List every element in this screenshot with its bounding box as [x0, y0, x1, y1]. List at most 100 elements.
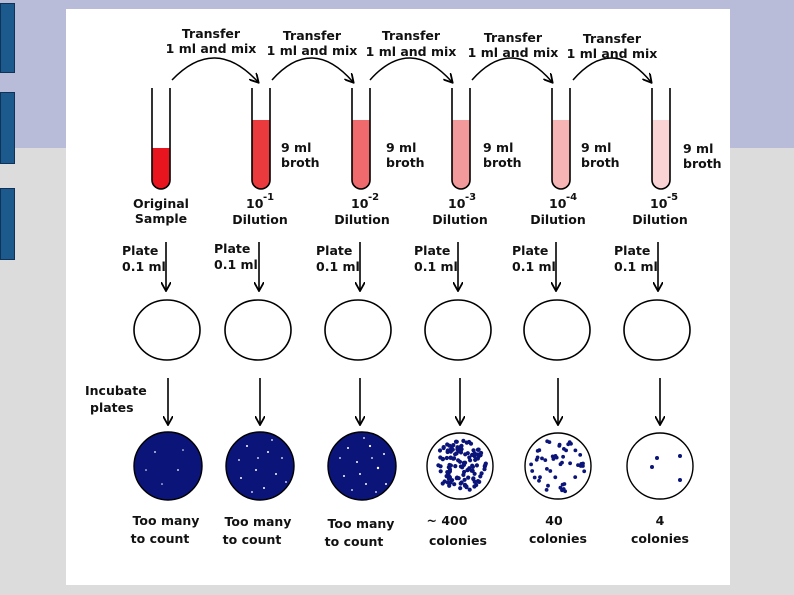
- empty-plate-2: [224, 299, 292, 361]
- broth-label-2-line2: broth: [386, 155, 425, 170]
- test-tube-dilution-4: [551, 88, 571, 190]
- colony-dot: [543, 458, 548, 462]
- colony-dot: [558, 485, 563, 490]
- colony-dot: [444, 474, 449, 479]
- colony-dot: [553, 475, 558, 480]
- sidebar-tab-2[interactable]: [0, 92, 15, 164]
- colony-dot: [573, 448, 578, 453]
- colony-dot: [477, 479, 482, 484]
- tube-label-0-line2: Sample: [135, 211, 187, 226]
- plate-2-specks: [238, 439, 287, 493]
- result-labels: Too many to count Too many to count Too …: [131, 513, 689, 549]
- broth-label-4-line2: broth: [581, 155, 620, 170]
- tube-label-4-base: 10: [549, 196, 567, 211]
- broth-label-5-line2: broth: [683, 156, 722, 171]
- tube-liquid-3: [452, 120, 470, 189]
- tube-label-4-exp: -4: [566, 192, 577, 203]
- plate-step-5-line1: Plate: [512, 243, 548, 258]
- plate-step-1-line2: 0.1 ml: [122, 259, 166, 274]
- tube-label-3-line2: Dilution: [432, 212, 488, 227]
- transfer-label-2-line1: Transfer: [283, 28, 342, 43]
- colony-dot: [448, 455, 453, 460]
- tube-liquid-4: [552, 120, 570, 189]
- empty-plates: [133, 299, 691, 361]
- colony-dot: [447, 467, 453, 472]
- colony-dot: [440, 481, 445, 486]
- plate-step-1-line1: Plate: [122, 243, 158, 258]
- plate-step-6-line1: Plate: [614, 243, 650, 258]
- plate-step-2-line1: Plate: [214, 241, 250, 256]
- tube-liquid-2: [352, 120, 370, 189]
- plate-step-4-line1: Plate: [414, 243, 450, 258]
- result-1-line1: Too many: [133, 513, 200, 528]
- plate-step-6-line2: 0.1 ml: [614, 259, 658, 274]
- transfer-label-5-line1: Transfer: [583, 31, 642, 46]
- colony-dot: [451, 443, 456, 448]
- colony-dot: [537, 478, 541, 483]
- test-tube-original: [151, 88, 171, 190]
- incubate-arrows: [168, 378, 660, 424]
- colony-dot: [450, 478, 455, 483]
- colony-dot: [471, 476, 476, 481]
- empty-plate-1: [133, 299, 201, 361]
- test-tube-dilution-1: [251, 88, 271, 190]
- result-6-line1: 4: [656, 513, 665, 528]
- colony-dot: [441, 445, 446, 451]
- empty-plate-3: [324, 299, 392, 361]
- tube-label-3-base: 10: [448, 196, 466, 211]
- result-3-line2: to count: [325, 534, 384, 549]
- broth-label-3-line2: broth: [483, 155, 522, 170]
- colony-dot: [438, 469, 443, 474]
- broth-label-1-line2: broth: [281, 155, 320, 170]
- colony-dot: [544, 488, 549, 492]
- colony-dot: [467, 439, 472, 445]
- colony-dot: [458, 481, 463, 486]
- colony-dot: [466, 475, 471, 480]
- colony-dot: [540, 456, 544, 461]
- colony-dot: [440, 456, 445, 462]
- transfer-label-4-line1: Transfer: [484, 30, 543, 45]
- colony-dot: [458, 448, 463, 453]
- colony-dot: [578, 453, 583, 457]
- colony-dot: [478, 474, 483, 479]
- result-1-line2: to count: [131, 531, 190, 546]
- result-2-line2: to count: [223, 532, 282, 547]
- tube-label-0-line1: Original: [133, 196, 189, 211]
- colony-dot: [532, 475, 537, 480]
- colony-dot: [538, 475, 542, 480]
- transfer-label-2-line2: 1 ml and mix: [267, 43, 358, 58]
- colony-dot: [453, 452, 458, 457]
- colony-dot: [550, 454, 555, 459]
- transfer-arrows: [171, 57, 651, 82]
- colony-dot: [469, 468, 474, 473]
- colony-dot: [553, 454, 558, 458]
- result-6-line2: colonies: [631, 531, 689, 546]
- colony-dot: [582, 469, 587, 474]
- sidebar-tab-1[interactable]: [0, 3, 15, 73]
- broth-label-3-line1: 9 ml: [483, 140, 513, 155]
- plate-1-specks: [145, 449, 184, 485]
- incubated-plate-1: [133, 431, 203, 501]
- colony-dot: [472, 479, 477, 484]
- colony-dot: [564, 448, 568, 453]
- tube-liquid-0: [152, 148, 170, 189]
- colony-dot: [444, 455, 449, 461]
- tube-label-3-exp: -3: [465, 192, 476, 203]
- colony-dot: [563, 489, 567, 494]
- plate-4-colonies: [436, 438, 488, 492]
- test-tube-dilution-5: [651, 88, 671, 190]
- colony-dot: [462, 477, 467, 482]
- colony-dot: [560, 482, 565, 487]
- tube-labels: Original Sample 10 -1 Dilution 10 -2 Dil…: [133, 192, 688, 227]
- broth-label-4-line1: 9 ml: [581, 140, 611, 155]
- tube-label-1-base: 10: [246, 196, 264, 211]
- incubated-plate-2: [225, 431, 295, 501]
- incubate-label-line1: Incubate: [85, 383, 147, 398]
- broth-label-1-line1: 9 ml: [281, 140, 311, 155]
- sidebar-tab-3[interactable]: [0, 188, 15, 260]
- tube-label-1-exp: -1: [263, 192, 274, 203]
- broth-label-5-line1: 9 ml: [683, 141, 713, 156]
- colony-dot: [461, 472, 466, 477]
- colony-dot: [561, 454, 565, 459]
